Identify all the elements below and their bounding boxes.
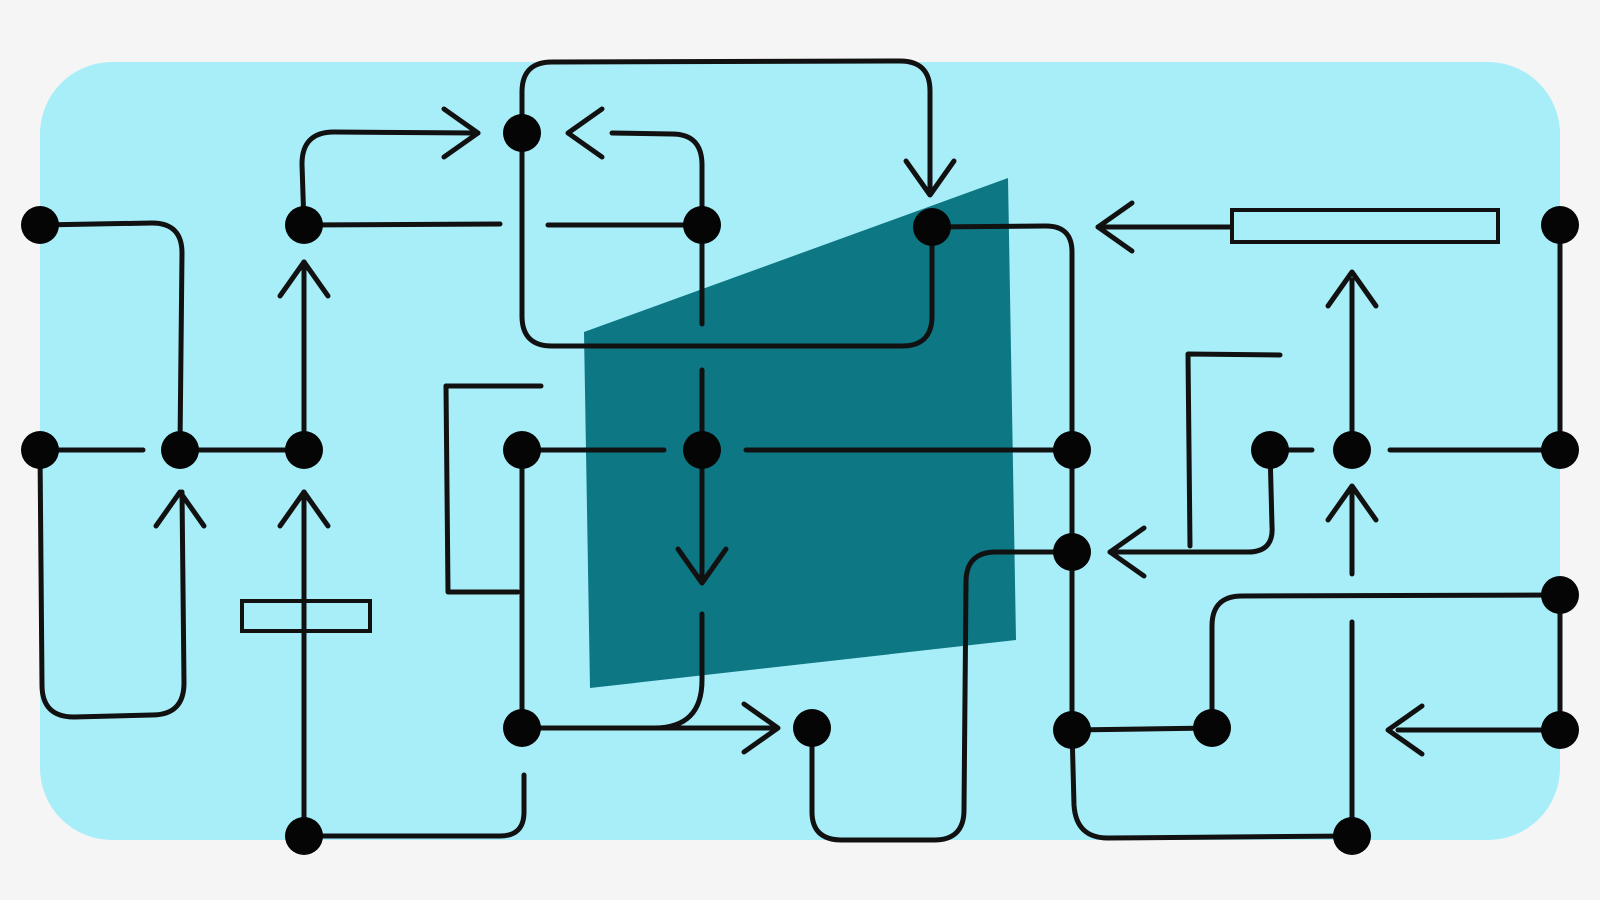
junction-node-24	[1333, 817, 1371, 855]
arrowhead-7	[277, 489, 331, 529]
wire-6	[299, 129, 481, 228]
wire-21	[443, 383, 521, 595]
wire-11	[519, 130, 935, 349]
junction-node-20	[1541, 206, 1579, 244]
junction-node-4	[285, 206, 323, 244]
junction-node-21	[1541, 431, 1579, 469]
junction-node-18	[1251, 431, 1289, 469]
arrow-layer	[153, 106, 1425, 757]
wire-40	[1185, 351, 1283, 549]
wire-28	[1069, 725, 1215, 733]
wire-27	[1069, 727, 1355, 841]
junction-node-22	[1541, 576, 1579, 614]
teal-overlay-shape	[584, 178, 1016, 688]
component-layer	[240, 208, 1500, 633]
junction-node-17	[1193, 709, 1231, 747]
junction-node-10	[683, 431, 721, 469]
arrowhead-13	[1385, 703, 1425, 757]
junction-node-15	[1053, 533, 1091, 571]
junction-node-13	[913, 208, 951, 246]
arrowhead-4	[1095, 200, 1135, 254]
junction-node-19	[1333, 431, 1371, 469]
wire-24	[929, 223, 1075, 453]
wire-9	[301, 772, 527, 839]
component-box-2	[240, 599, 372, 633]
arrowhead-6	[153, 489, 207, 529]
wire-7	[301, 221, 503, 228]
arrowhead-1	[441, 106, 481, 160]
arrowhead-8	[675, 546, 729, 586]
wire-10	[519, 58, 933, 193]
wire-23	[809, 549, 1073, 843]
wire-29	[1209, 592, 1563, 731]
junction-node-3	[161, 431, 199, 469]
junction-node-7	[503, 114, 541, 152]
junction-node-14	[1053, 431, 1091, 469]
arrowhead-10	[1107, 525, 1147, 579]
junction-node-12	[793, 709, 831, 747]
arrowhead-11	[1325, 269, 1379, 309]
arrowhead-5	[277, 259, 331, 299]
junction-node-2	[21, 431, 59, 469]
junction-node-11	[503, 709, 541, 747]
node-layer	[21, 114, 1579, 855]
junction-node-6	[285, 817, 323, 855]
junction-node-16	[1053, 711, 1091, 749]
arrowhead-3	[903, 158, 957, 198]
wire-1	[37, 220, 185, 449]
junction-node-9	[503, 431, 541, 469]
wire-3	[37, 447, 187, 720]
component-box-1	[1230, 208, 1500, 244]
junction-node-23	[1541, 711, 1579, 749]
junction-node-5	[285, 431, 323, 469]
wire-39	[1107, 447, 1275, 555]
junction-node-1	[21, 206, 59, 244]
arrowhead-9	[741, 701, 781, 755]
junction-node-8	[683, 206, 721, 244]
arrowhead-12	[1325, 483, 1379, 523]
wire-layer	[37, 58, 1563, 843]
arrowhead-2	[565, 106, 605, 160]
wire-13	[609, 130, 705, 228]
